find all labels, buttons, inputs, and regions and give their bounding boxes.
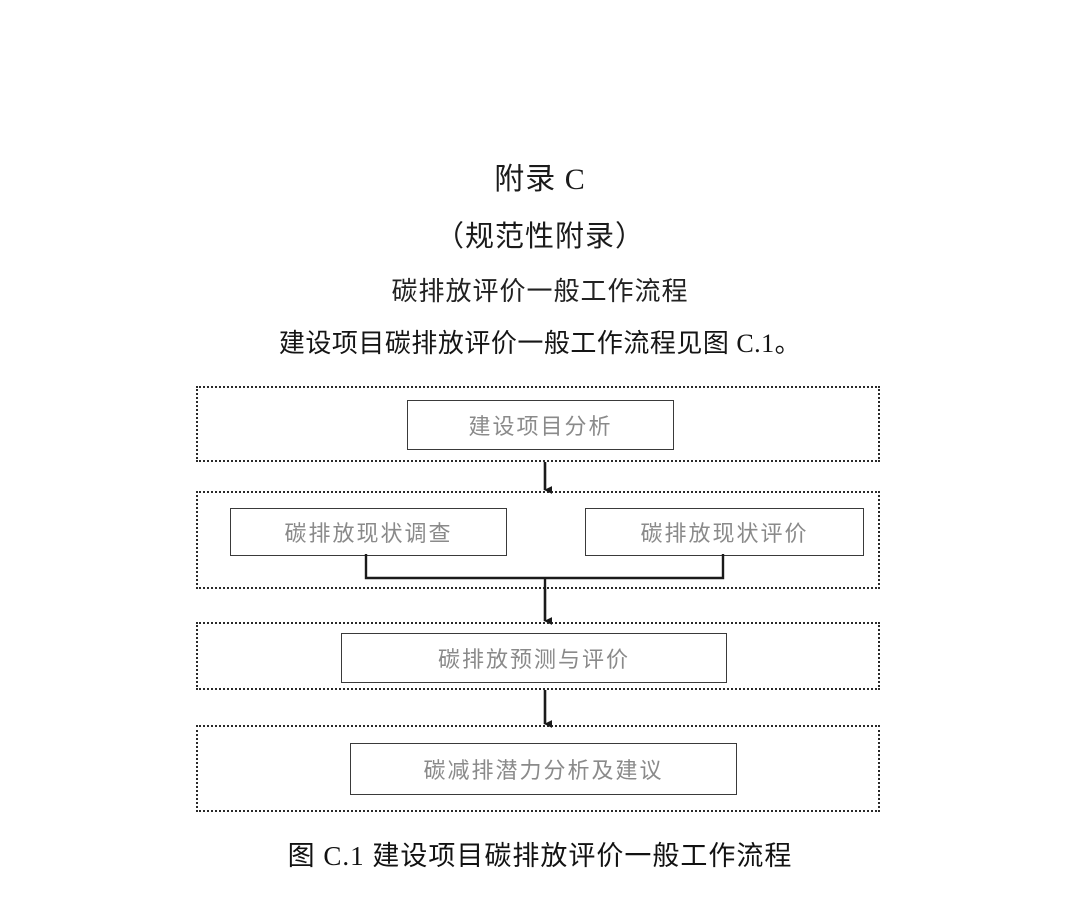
appendix-kind: （规范性附录） bbox=[434, 221, 645, 253]
flow-node-emission-forecast: 碳排放预测与评价 bbox=[341, 633, 727, 683]
appendix-subject: 碳排放评价一般工作流程 bbox=[391, 277, 689, 306]
flow-node-project-analysis: 建设项目分析 bbox=[407, 400, 674, 450]
flow-stage-1: 建设项目分析 bbox=[196, 386, 880, 462]
flow-node-emission-survey: 碳排放现状调查 bbox=[230, 508, 507, 556]
flow-node-emission-assessment: 碳排放现状评价 bbox=[585, 508, 864, 556]
appendix-title: 附录 C bbox=[494, 163, 586, 196]
body-paragraph: 建设项目碳排放评价一般工作流程见图 C.1。 bbox=[278, 329, 802, 358]
flow-stage-3: 碳排放预测与评价 bbox=[196, 622, 880, 690]
figure-caption: 图 C.1 建设项目碳排放评价一般工作流程 bbox=[287, 841, 793, 871]
flow-stage-2: 碳排放现状调查 碳排放现状评价 bbox=[196, 491, 880, 589]
flow-node-reduction-potential: 碳减排潜力分析及建议 bbox=[350, 743, 737, 795]
flow-stage-4: 碳减排潜力分析及建议 bbox=[196, 725, 880, 812]
flowchart: 建设项目分析 碳排放现状调查 碳排放现状评价 碳排放预测与评价 碳减排潜力分析及… bbox=[196, 386, 880, 814]
